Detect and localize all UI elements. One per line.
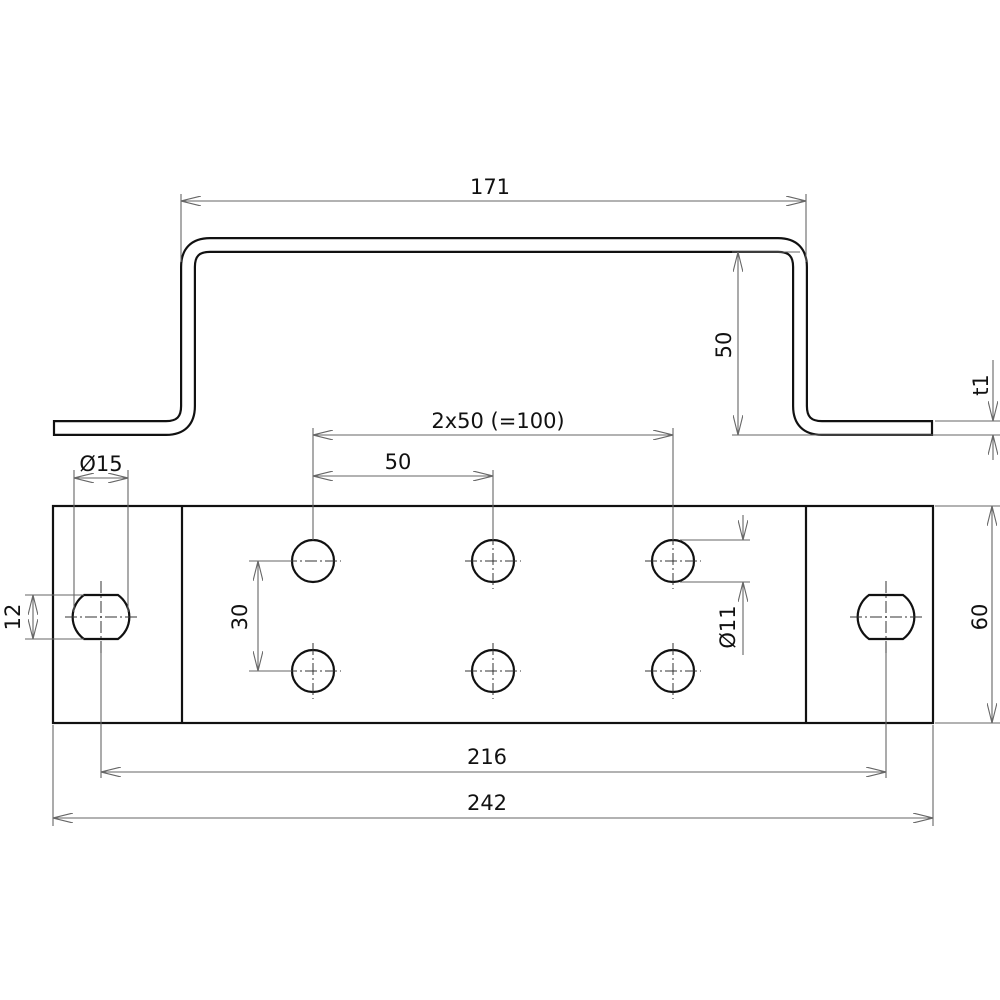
dimension-hole-row-spacing: 30 <box>228 560 292 672</box>
dimension-hole-diameter: Ø11 <box>680 515 750 655</box>
dimension-label: 12 <box>1 604 25 631</box>
dimension-50-height: 50 <box>712 251 1000 436</box>
dimension-thickness: t1 <box>935 360 1000 460</box>
dimension-label: 242 <box>467 791 507 815</box>
dimension-overall-length: 242 <box>52 725 934 826</box>
dimension-label: 50 <box>712 332 736 359</box>
dimension-label: 50 <box>385 450 412 474</box>
dimension-slot-spacing: 216 <box>100 653 887 778</box>
dimension-label: t1 <box>969 374 993 396</box>
dimension-slot-diameter: Ø15 <box>73 452 129 612</box>
dimension-label: Ø11 <box>716 605 740 648</box>
dimension-label: 171 <box>470 175 510 199</box>
side-profile-view <box>52 237 934 436</box>
mounting-holes <box>285 533 701 699</box>
dimension-label: 30 <box>228 604 252 631</box>
dimension-label: 216 <box>467 745 507 769</box>
dimension-slot-width: 12 <box>1 594 84 640</box>
dimension-label: Ø15 <box>79 452 122 476</box>
dimension-label: 2x50 (=100) <box>431 409 564 433</box>
dimension-plate-width: 60 <box>935 505 1000 724</box>
dimension-label: 60 <box>968 604 992 631</box>
dimension-171: 171 <box>180 175 807 262</box>
dimension-hole-pitch: 50 <box>313 450 494 540</box>
slotted-holes <box>65 581 922 653</box>
dimension-hole-pitch-total: 2x50 (=100) <box>312 409 674 540</box>
